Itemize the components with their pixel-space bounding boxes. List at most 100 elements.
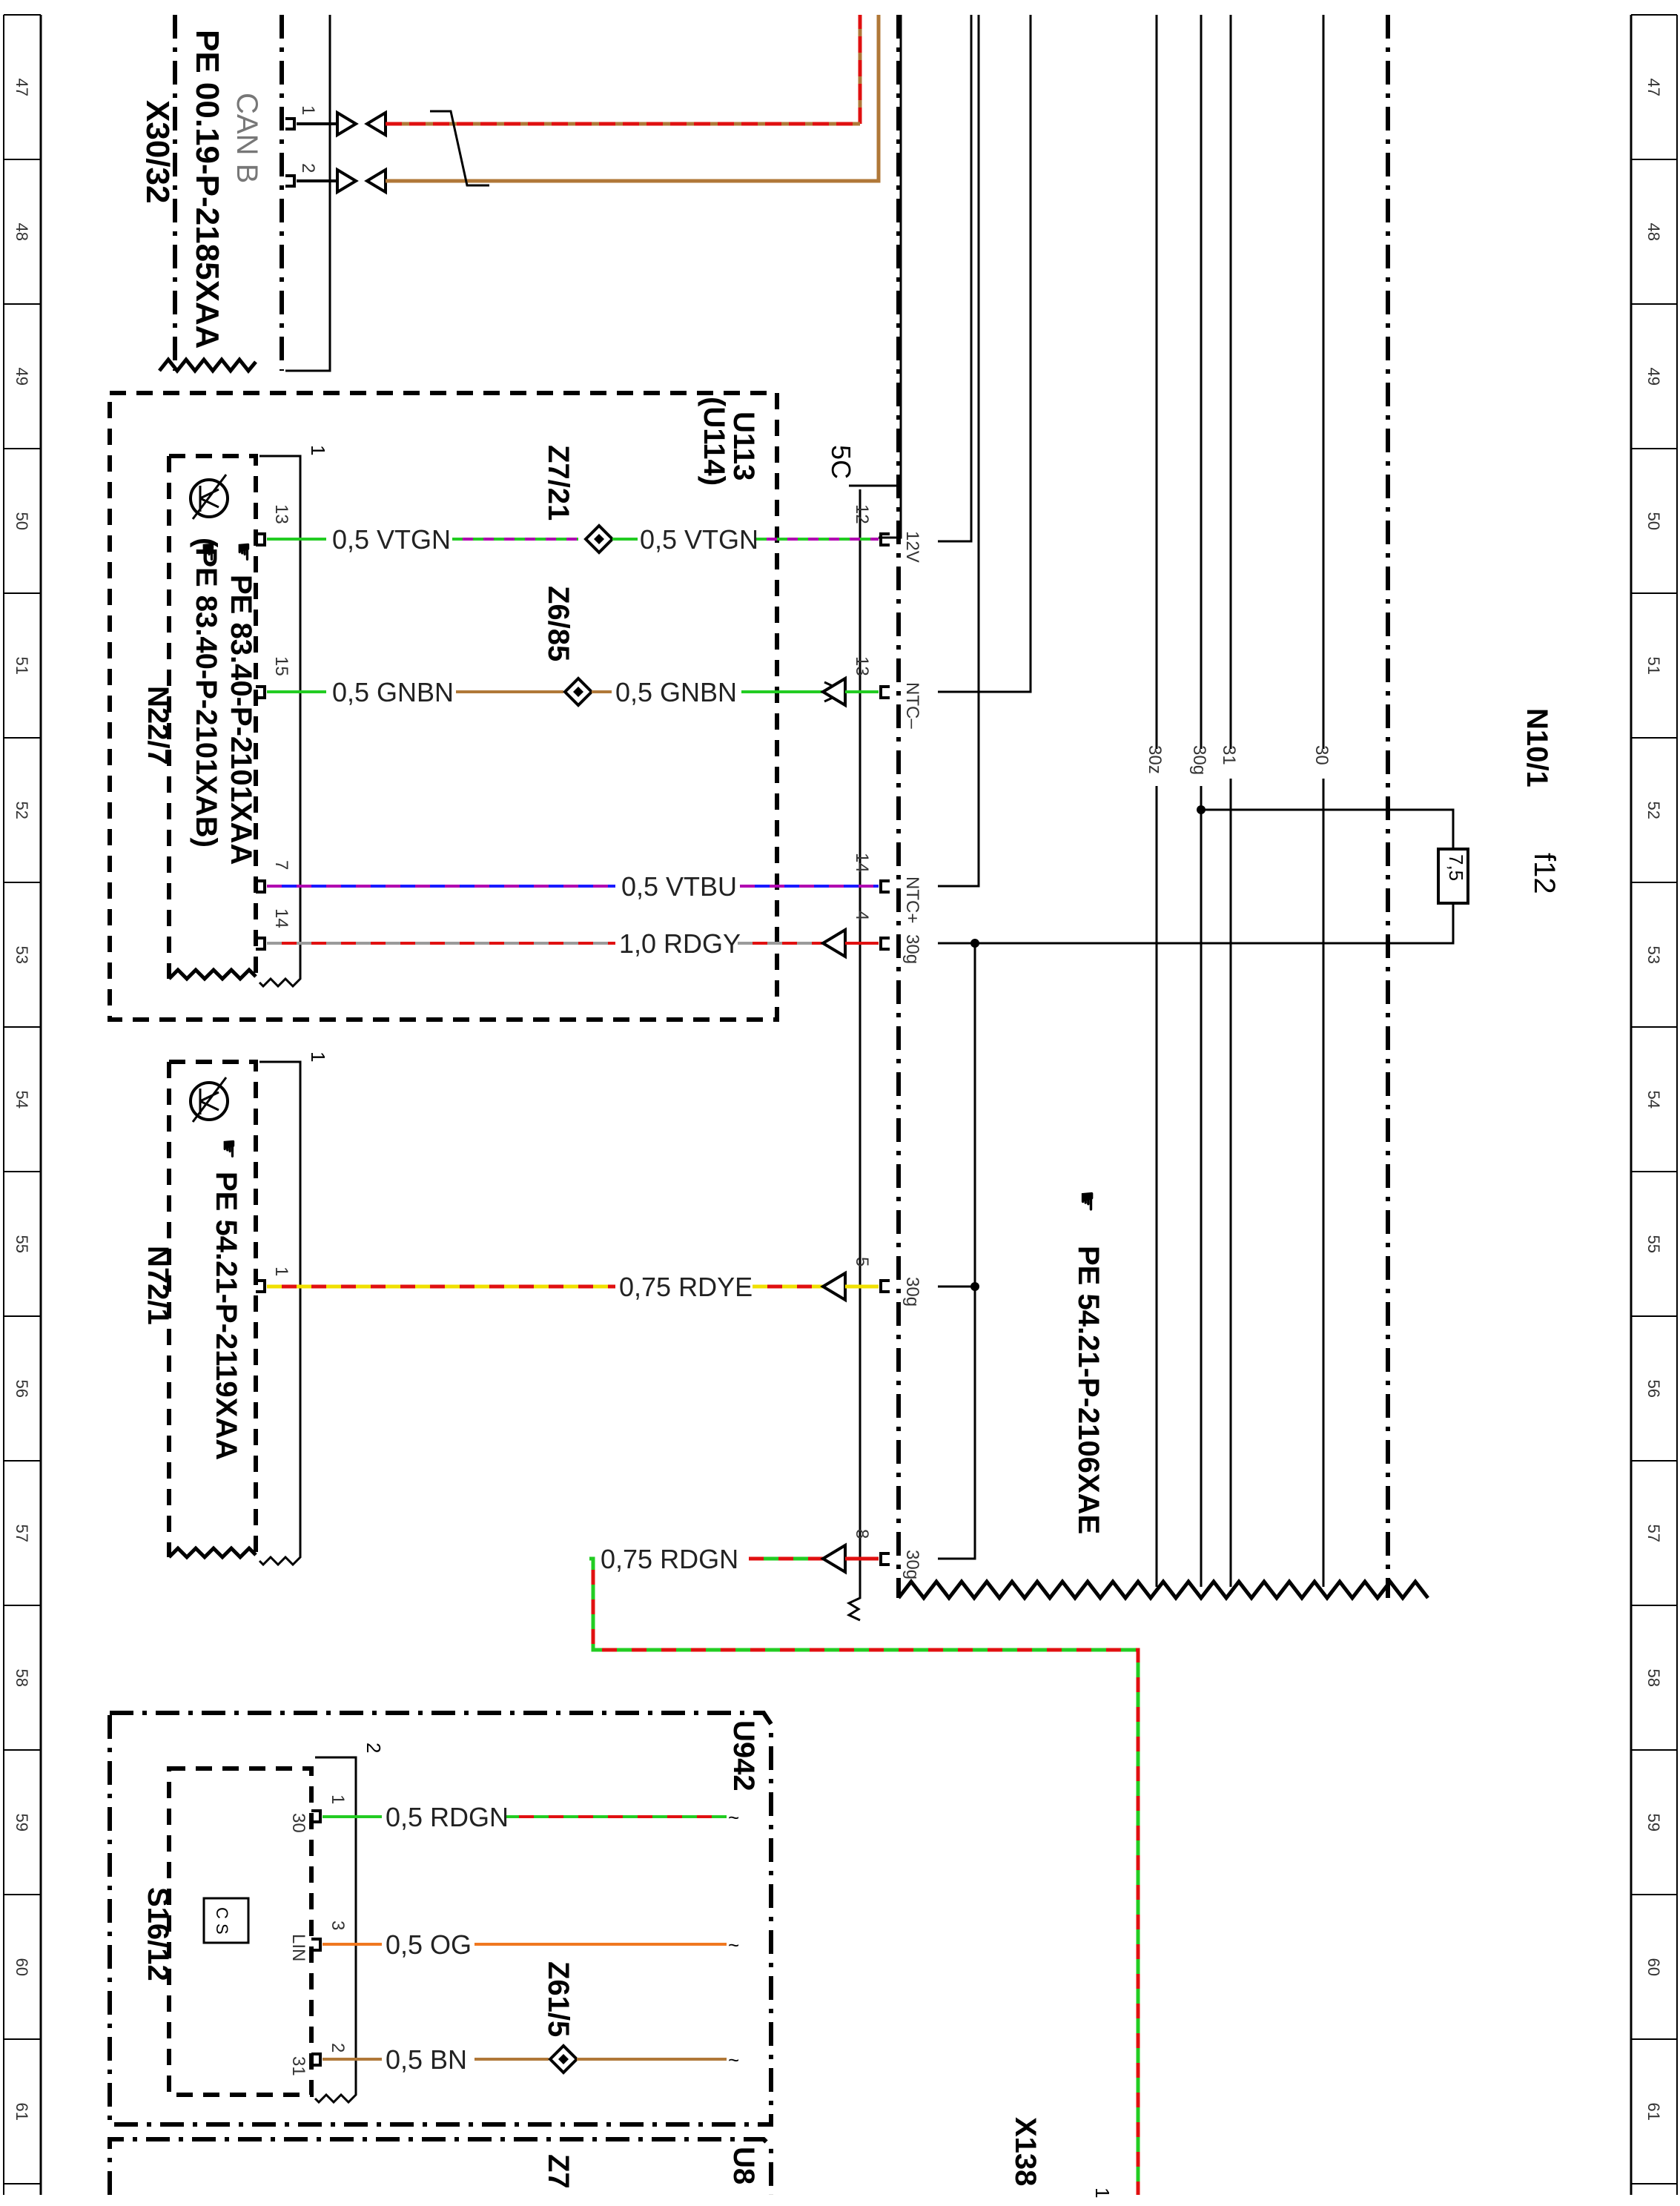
x138-label: X138: [1009, 2117, 1042, 2186]
fuse-f12-label: f12: [1528, 853, 1561, 894]
x30-pin1: 1: [285, 105, 318, 131]
s16-12-label: S16/12: [142, 1887, 174, 1981]
bus-30-label: 30: [1312, 745, 1332, 765]
splice-z61-5-icon: [548, 2044, 579, 2075]
svg-text:8: 8: [852, 1529, 872, 1539]
connector-5c-label: 5C: [826, 445, 856, 479]
wire-label-rdgn-1: 0,75 RDGN: [601, 1544, 738, 1574]
svg-text:NTC–: NTC–: [902, 682, 922, 729]
svg-text:1: 1: [307, 1051, 329, 1062]
ruler-number: 53: [1644, 946, 1663, 964]
ruler-number: 55: [13, 1235, 31, 1253]
svg-text:1: 1: [1091, 2187, 1114, 2198]
ruler-number: 47: [1644, 79, 1663, 96]
u114-label: (U114): [698, 397, 730, 486]
u942-block: U942 Z61/5: [108, 1711, 773, 2127]
u113-label: U113: [727, 412, 760, 481]
bus-31-label: 31: [1219, 745, 1239, 765]
svg-text:2: 2: [298, 163, 318, 173]
wire-label-vtbu: 0,5 VTBU: [621, 871, 737, 902]
svg-text:30g: 30g: [902, 1550, 922, 1579]
bus-30z-label: 30z: [1145, 745, 1165, 774]
svg-text:14: 14: [852, 853, 872, 873]
n22-ref1: PE 83.40-P-2101XAA: [225, 575, 257, 865]
svg-text:30: 30: [288, 1813, 308, 1833]
z6-85-label: Z6/85: [542, 586, 575, 661]
ruler-number: 47: [13, 79, 31, 96]
fuse-value: 7,5: [1445, 854, 1467, 881]
switch-icon: C S: [202, 1897, 250, 1944]
splice-z6-85-icon: [563, 676, 594, 707]
ruler-number: 61: [13, 2103, 31, 2121]
svg-text:~: ~: [728, 1806, 739, 1829]
wire-label-vtgn-2: 0,5 VTGN: [640, 524, 758, 555]
u8-label: U8: [727, 2147, 760, 2184]
x30-32-connector-block: PE 00.19-P-2185XAA X30/32 CAN B 1 2: [139, 15, 881, 374]
svg-text:1: 1: [271, 1267, 291, 1276]
ruler-number: 54: [13, 1091, 31, 1109]
hand-pointer-icon: ☛: [195, 541, 222, 563]
hand-pointer-icon: ☛: [1073, 1190, 1101, 1212]
bus-lines: 30z 30g 31 30: [879, 15, 1332, 1587]
ruler-number: 57: [13, 1525, 31, 1542]
s16-pin-30: 301: [288, 1794, 348, 1833]
svg-text:~: ~: [728, 2049, 739, 2071]
svg-text:4: 4: [852, 911, 872, 920]
pin-n72-1: 1: [256, 1267, 291, 1293]
left-pins: 13 15 7 14 1: [256, 504, 291, 1293]
svg-text:2: 2: [328, 2043, 348, 2053]
wire-label-bn: 0,5 BN: [386, 2044, 467, 2075]
bus-30g-label: 30g: [1189, 745, 1209, 775]
svg-text:13: 13: [852, 656, 872, 676]
ruler-number: 61: [1644, 2103, 1663, 2121]
hand-pointer-icon: ☛: [216, 1138, 242, 1160]
u942-wires: ~ 0,5 RDGN ~ 0,5 OG ~ 0,5 BN: [323, 1802, 739, 2075]
ruler-number: 59: [13, 1814, 31, 1832]
ruler-number: 54: [1644, 1091, 1663, 1109]
pin-13: 13: [256, 504, 291, 546]
z7-21-label: Z7/21: [542, 445, 575, 521]
svg-text:30g: 30g: [902, 1277, 922, 1307]
u942-label: U942: [727, 1720, 760, 1791]
ruler-number: 60: [13, 1958, 31, 1976]
svg-text:1: 1: [307, 445, 329, 455]
splice-z7-21-icon: [583, 524, 615, 555]
ruler-number: 60: [1644, 1958, 1663, 1976]
can-b-label: CAN B: [231, 93, 263, 183]
u8-block: U8 Z7 X138 1: [108, 2117, 1114, 2198]
n72-1-block: 1 ☛ PE 54.21-P-2119XAA N72/1: [142, 1051, 329, 1567]
wire-label-rdgn-2: 0,5 RDGN: [386, 1802, 509, 1832]
n10-1-label: N10/1: [1521, 708, 1553, 787]
svg-text:LIN: LIN: [288, 1934, 308, 1961]
ruler-number: 50: [1644, 512, 1663, 530]
wire-label-rdgy: 1,0 RDGY: [619, 928, 741, 959]
svg-text:30g: 30g: [902, 934, 922, 964]
svg-text:12V: 12V: [902, 531, 922, 563]
n10-pin-8: 8 30g: [852, 1529, 922, 1579]
pin-15: 15: [256, 656, 291, 699]
svg-text:1: 1: [298, 105, 318, 115]
svg-text:NTC+: NTC+: [902, 876, 922, 923]
svg-text:5: 5: [852, 1257, 872, 1267]
fuse-f12: 7,5: [938, 805, 1469, 948]
u113-block: U113 (U114) Z7/21 Z6/85: [108, 391, 779, 1022]
n10-ref: PE 54.21-P-2106XAE: [1072, 1246, 1105, 1534]
ruler-number: 49: [1644, 368, 1663, 386]
pin-14: 14: [256, 908, 291, 951]
n10-1-module: 5C N10/1 f12 7,5 ☛ PE 54.21-P-2106XAE: [826, 15, 1561, 1622]
ruler-number: 56: [13, 1380, 31, 1398]
s16-pin-31: 312: [288, 2043, 348, 2076]
svg-text:3: 3: [328, 1921, 348, 1930]
ruler-number: 51: [13, 657, 31, 675]
wire-label-rdye: 0,75 RDYE: [619, 1272, 753, 1302]
hand-pointer-icon: ☛: [231, 541, 257, 563]
transistor-icon: [189, 474, 229, 520]
ruler-number: 55: [1644, 1235, 1663, 1253]
